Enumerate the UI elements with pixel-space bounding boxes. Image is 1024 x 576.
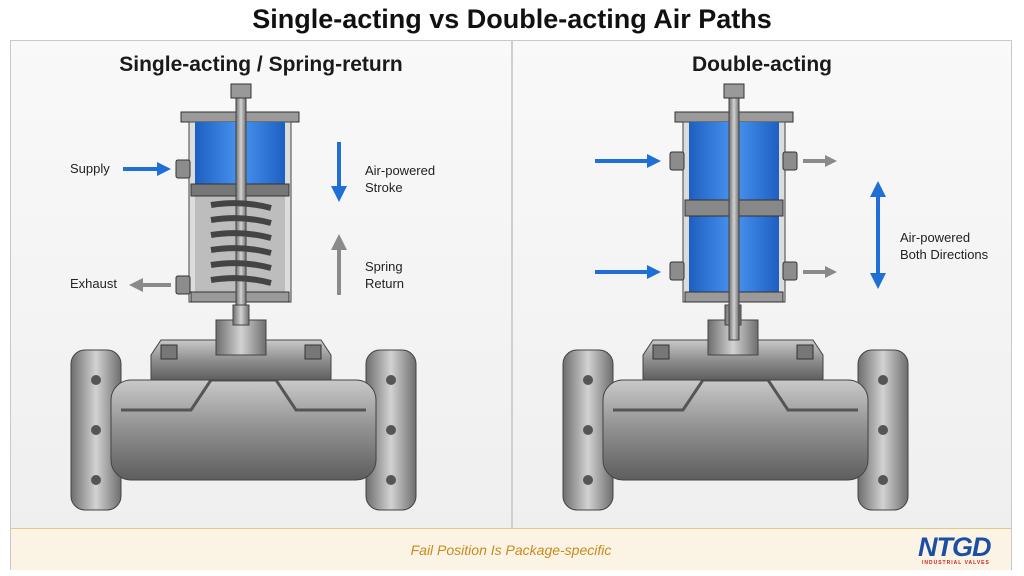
diagram-title: Single-acting vs Double-acting Air Paths	[252, 4, 772, 34]
bonnet	[150, 304, 332, 381]
stroke-arrow-down-icon	[331, 142, 347, 202]
lower-left-port	[669, 261, 685, 281]
lower-supply-arrow-icon	[595, 265, 661, 279]
upper-right-port	[782, 151, 798, 171]
logo-text: NTGD	[918, 532, 991, 562]
actuator-cylinder	[180, 83, 300, 306]
stroke-label-line1: Air-powered	[365, 163, 436, 178]
logo-subtitle: INDUSTRIAL VALVES	[922, 560, 990, 566]
bidirectional-arrow-icon	[870, 181, 886, 289]
single-acting-valve-illustration	[70, 83, 417, 511]
footer-note: Fail Position Is Package-specific	[410, 542, 612, 558]
valve-body	[70, 349, 417, 511]
return-spring	[210, 200, 272, 286]
stroke-label-line2: Stroke	[365, 180, 403, 195]
both-directions-label-line1: Air-powered	[900, 230, 971, 245]
return-arrow-up-icon	[331, 234, 347, 295]
right-panel-title: Double-acting	[692, 53, 832, 76]
return-label-line2: Return	[365, 276, 405, 291]
footer-banner: Fail Position Is Package-specific	[11, 528, 1011, 570]
supply-label: Supply	[70, 161, 110, 176]
supply-port	[175, 159, 191, 179]
panel-divider	[511, 41, 513, 528]
exhaust-label: Exhaust	[70, 276, 117, 291]
left-panel-title: Single-acting / Spring-return	[119, 53, 403, 76]
brand-logo: NTGD INDUSTRIAL VALVES	[918, 532, 1010, 568]
actuator-cylinder	[674, 83, 794, 341]
both-directions-label-line2: Both Directions	[900, 247, 989, 262]
exhaust-arrow-icon	[129, 278, 171, 292]
lower-right-port	[782, 261, 798, 281]
upper-left-port	[669, 151, 685, 171]
supply-arrow-icon	[123, 162, 171, 176]
valve-body	[562, 349, 909, 511]
exhaust-port	[175, 275, 191, 295]
return-label-line1: Spring	[365, 259, 403, 274]
lower-exhaust-arrow-icon	[803, 266, 837, 278]
upper-exhaust-arrow-icon	[803, 155, 837, 167]
upper-supply-arrow-icon	[595, 154, 661, 168]
double-acting-valve-illustration	[562, 83, 909, 511]
